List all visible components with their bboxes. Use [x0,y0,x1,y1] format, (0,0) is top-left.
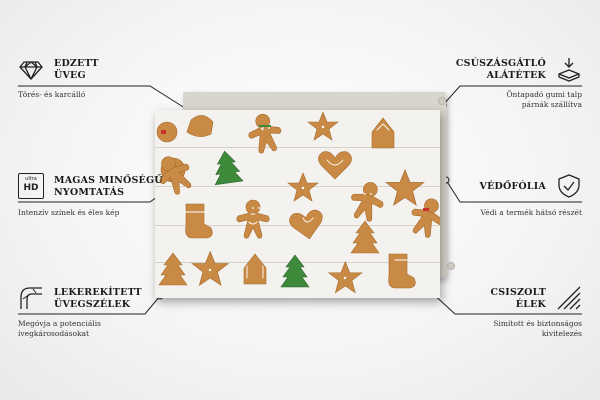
feature-title-line2: ÜVEGSZÉLEK [54,299,131,310]
feature-title-line2: ALÁTÉTEK [486,70,546,81]
feature-description-line1: Öntapadó gumi talp [506,90,582,99]
feature-description-line2: kivitelezés [541,329,582,338]
feature-title-line1: CSISZOLT [490,287,546,298]
product-glass-print [155,110,440,298]
feature-description-line1: Simított és biztonságos [493,319,582,328]
feature-description-line2: ívegkárosodásokat [18,329,90,338]
badge-main-text: HD [23,183,39,193]
feature-description-line1: Megóvja a potenciális [18,319,102,328]
shield-check-icon [558,174,580,198]
ultra-hd-icon: ultra HD [18,173,44,199]
frame-bracket-bottom [447,262,455,270]
polished-edge-icon [557,286,581,310]
frame-bracket-top [438,97,446,105]
feature-title-line1: CSÚSZÁSGÁTLÓ [455,58,546,69]
feature-title-line1: VÉDŐFÓLIA [479,181,546,192]
feature-description: Törés- és karcálló [18,90,86,99]
feature-title-line2: ÜVEG [54,70,86,81]
feature-title-line2: NYOMTATÁS [54,187,125,198]
rounded-corner-icon [20,287,42,309]
feature-title-line2: ÉLEK [515,299,546,310]
feature-title-line1: MAGAS MINŐSÉGŰ [54,175,163,186]
feature-description: Védi a termék hátsó részét [480,208,582,217]
feature-title-line1: LEKEREKÍTETT [54,287,142,298]
badge-top-text: ultra [25,176,37,182]
feature-description-line2: párnák szállítva [521,100,582,109]
feature-description: Intenzív színek és éles kép [18,208,120,217]
anti-slip-pad-icon [558,58,580,82]
diamond-icon [19,61,43,80]
gingerbread-cookies-image [155,110,440,294]
feature-title-line1: EDZETT [54,58,99,69]
